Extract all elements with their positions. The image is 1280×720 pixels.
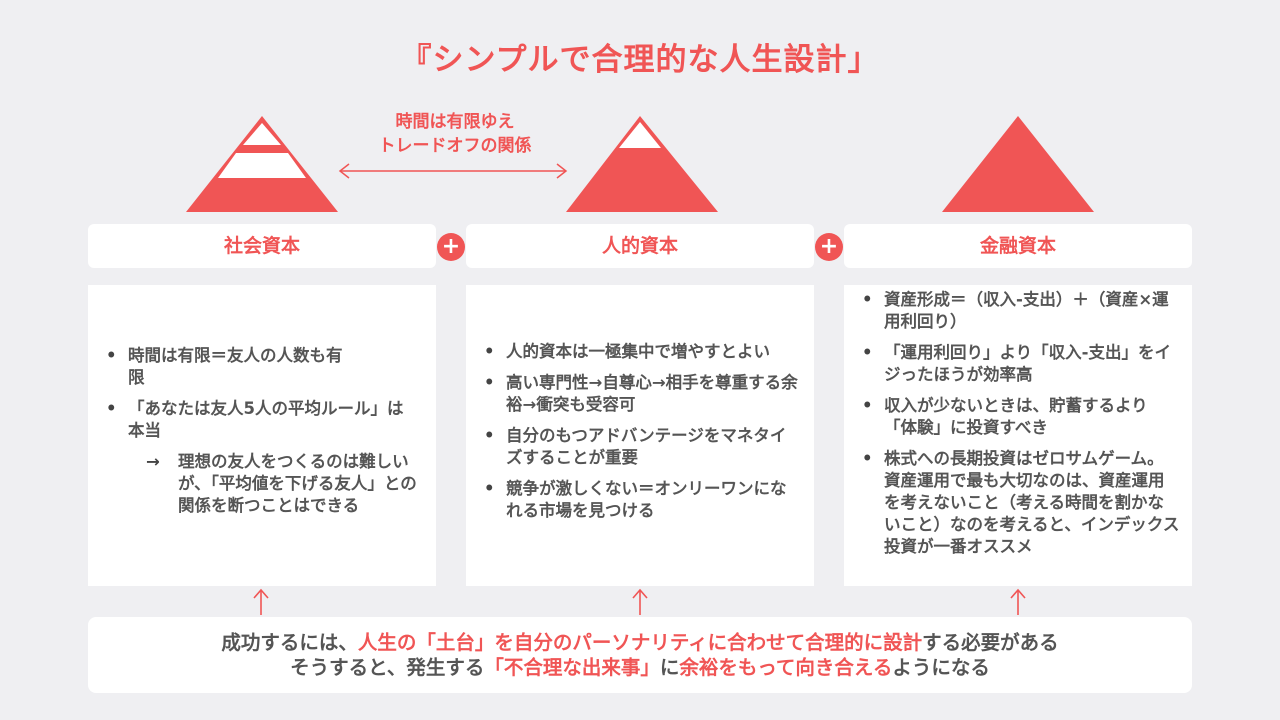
arrow-up-icon — [253, 588, 269, 615]
heading-social-capital: 社会資本 — [88, 224, 436, 268]
heading-financial-capital: 金融資本 — [844, 224, 1192, 268]
conclusion-line-1: 成功するには、人生の「土台」を自分のパーソナリティに合わせて合理的に設計する必要… — [88, 630, 1192, 655]
sub-bullet-item: 理想の友人をつくるのは難しいが、「平均値を下げる友人」との関係を断つことはできる — [100, 451, 424, 517]
bullet-item: 資産形成＝（収入-支出）＋（資産×運用利回り） — [856, 289, 1180, 333]
mountain-peak-icon — [566, 116, 718, 212]
bullet-item: 人的資本は一極集中で増やすとよい — [478, 341, 802, 363]
conclusion-text: に — [659, 656, 680, 679]
human-capital-list: 人的資本は一極集中で増やすとよい 高い専門性→自尊心→相手を尊重する余裕→衝突も… — [478, 341, 802, 531]
conclusion-text: そうすると、発生する — [290, 656, 485, 679]
conclusion-highlight: 人生の「土台」を自分のパーソナリティに合わせて合理的に設計 — [357, 631, 923, 654]
conclusion-text: 成功するには、 — [221, 631, 358, 654]
social-capital-list: 時間は有限＝友人の人数も有限 「あなたは友人5人の平均ルール」は本当 理想の友人… — [100, 345, 424, 526]
human-capital-box: 人的資本は一極集中で増やすとよい 高い専門性→自尊心→相手を尊重する余裕→衝突も… — [466, 285, 814, 586]
social-capital-box: 時間は有限＝友人の人数も有限 「あなたは友人5人の平均ルール」は本当 理想の友人… — [88, 285, 436, 586]
heading-human-capital: 人的資本 — [466, 224, 814, 268]
conclusion-box: 成功するには、人生の「土台」を自分のパーソナリティに合わせて合理的に設計する必要… — [88, 617, 1192, 693]
conclusion-highlight: 余裕をもって向き合える — [679, 656, 893, 679]
financial-capital-box: 資産形成＝（収入-支出）＋（資産×運用利回り） 「運用利回り」より「収入-支出」… — [844, 285, 1192, 586]
bullet-item: 収入が少ないときは、貯蓄するより「体験」に投資すべき — [856, 395, 1180, 439]
conclusion-text: ようになる — [892, 656, 990, 679]
page-title: 『シンプルで合理的な人生設計」 — [400, 42, 880, 78]
plus-icon: + — [437, 233, 465, 261]
tradeoff-line-2: トレードオフの関係 — [378, 136, 532, 156]
bullet-item: 自分のもつアドバンテージをマネタイズすることが重要 — [478, 425, 802, 469]
double-arrow-icon — [338, 163, 568, 179]
tradeoff-line-1: 時間は有限ゆえ — [395, 112, 515, 132]
conclusion-text: する必要がある — [922, 631, 1059, 654]
arrow-up-icon — [1010, 588, 1026, 615]
mountain-solid-icon — [942, 116, 1094, 212]
bullet-item: 競争が激しくない＝オンリーワンになれる市場を見つける — [478, 478, 802, 522]
financial-capital-list: 資産形成＝（収入-支出）＋（資産×運用利回り） 「運用利回り」より「収入-支出」… — [856, 289, 1180, 567]
conclusion-highlight: 「不合理な出来事」 — [484, 656, 660, 679]
bullet-item: 時間は有限＝友人の人数も有限 — [100, 345, 424, 389]
mountain-layered-icon — [186, 116, 338, 212]
arrow-up-icon — [632, 588, 648, 615]
bullet-item: 「運用利回り」より「収入-支出」をイジったほうが効率高 — [856, 342, 1180, 386]
tradeoff-label: 時間は有限ゆえ トレードオフの関係 — [340, 110, 570, 158]
plus-icon: + — [815, 233, 843, 261]
conclusion-line-2: そうすると、発生する「不合理な出来事」に余裕をもって向き合えるようになる — [88, 655, 1192, 680]
bullet-item: 株式への長期投資はゼロサムゲーム。資産運用で最も大切なのは、資産運用を考えないこ… — [856, 448, 1180, 558]
bullet-item: 高い専門性→自尊心→相手を尊重する余裕→衝突も受容可 — [478, 372, 802, 416]
bullet-item: 「あなたは友人5人の平均ルール」は本当 — [100, 398, 424, 442]
